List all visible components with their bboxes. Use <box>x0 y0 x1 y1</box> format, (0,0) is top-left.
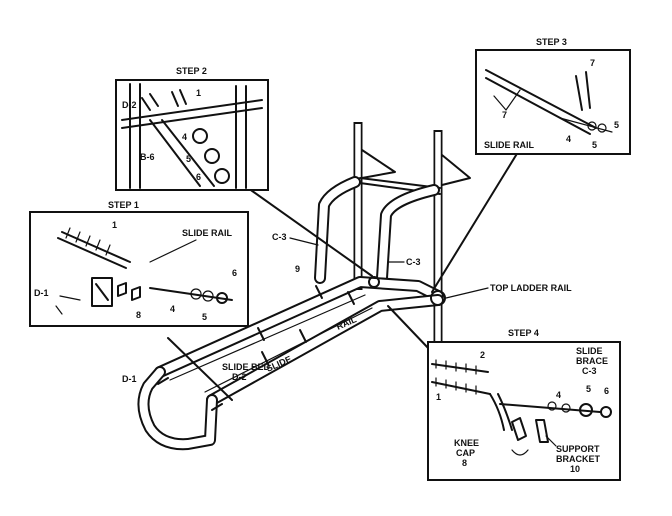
callout-step1 <box>167 337 233 401</box>
slide-bed-surface <box>169 294 373 393</box>
step3-title: STEP 3 <box>536 37 567 47</box>
slide-end-loop <box>137 366 218 451</box>
ladder-gusset-right <box>441 154 471 186</box>
slide-brace-right <box>376 184 440 284</box>
step4-slide-brace-2: BRACE <box>576 356 608 366</box>
step3-label-7b: 7 <box>502 110 507 120</box>
step1-label-8: 8 <box>136 310 141 320</box>
label-top-ladder-rail: TOP LADDER RAIL <box>490 283 572 293</box>
step4-knee-cap-2: CAP <box>456 448 475 458</box>
upper-rail-clamp <box>368 276 380 288</box>
step1-slide-rail: SLIDE RAIL <box>182 228 233 238</box>
step2-label-4: 4 <box>182 132 187 142</box>
step3-slide-rail: SLIDE RAIL <box>484 140 535 150</box>
slide-rail-upper <box>154 276 444 378</box>
top-ladder-rail-clamp <box>430 290 446 306</box>
main-assembly: C-3 C-3 9 TOP LADDER RAIL D-1 SLIDE BED … <box>122 122 572 451</box>
step1-label-4: 4 <box>170 304 175 314</box>
step4-support-bracket-3: 10 <box>570 464 580 474</box>
callout-step4 <box>387 305 431 351</box>
callout-step2 <box>247 187 373 277</box>
callout-step3 <box>431 151 519 293</box>
step4-label-1: 1 <box>436 392 441 402</box>
label-c3-right: C-3 <box>406 257 421 267</box>
step4-knee-cap-3: 8 <box>462 458 467 468</box>
label-slide-bed: SLIDE BED <box>222 362 271 372</box>
step4-support-bracket-1: SUPPORT <box>556 444 600 454</box>
step3-label-5b: 5 <box>592 140 597 150</box>
step4-label-6: 6 <box>604 386 609 396</box>
step2-label-b6: B-6 <box>140 152 155 162</box>
step1-title: STEP 1 <box>108 200 139 210</box>
step3-detail: STEP 3 SLIDE RAIL 7 7 4 5 5 <box>475 37 631 155</box>
label-c3-left: C-3 <box>272 232 287 242</box>
step2-detail: STEP 2 D-2 1 B-6 4 5 6 <box>115 66 269 191</box>
label-d1-main: D-1 <box>122 374 137 384</box>
step4-support-bracket-2: BRACKET <box>556 454 601 464</box>
step1-label-6: 6 <box>232 268 237 278</box>
end-clamps <box>157 377 223 411</box>
step1-label-d1: D-1 <box>34 288 49 298</box>
step2-label-6: 6 <box>196 172 201 182</box>
slide-brace-left <box>314 176 361 284</box>
step2-label-1: 1 <box>196 88 201 98</box>
leader-top-ladder-rail <box>445 287 489 299</box>
ladder-gusset-left <box>361 149 396 179</box>
label-slide-bed-code: D-2 <box>232 372 247 382</box>
slide-rail-lower <box>206 294 444 406</box>
step3-label-7a: 7 <box>590 58 595 68</box>
step2-label-d2: D-2 <box>122 100 137 110</box>
step4-slide-brace-1: SLIDE <box>576 346 603 356</box>
step4-knee-cap-1: KNEE <box>454 438 479 448</box>
step1-label-1: 1 <box>112 220 117 230</box>
leader-c3-left <box>289 237 319 246</box>
rail-joints <box>257 285 355 365</box>
step2-label-5: 5 <box>186 154 191 164</box>
step1-label-5: 5 <box>202 312 207 322</box>
step2-title: STEP 2 <box>176 66 207 76</box>
step4-slide-brace-3: C-3 <box>582 366 597 376</box>
step3-label-4: 4 <box>566 134 571 144</box>
step4-title: STEP 4 <box>508 328 539 338</box>
step4-detail: STEP 4 SLIDE BRACE C-3 KNEE CAP 8 SUPPOR… <box>427 328 621 481</box>
step4-label-4: 4 <box>556 390 561 400</box>
label-part-9: 9 <box>295 264 300 274</box>
step3-label-5a: 5 <box>614 120 619 130</box>
step4-label-2: 2 <box>480 350 485 360</box>
step4-label-5: 5 <box>586 384 591 394</box>
step1-detail: STEP 1 SLIDE RAIL 1 D-1 8 4 5 6 <box>29 200 249 327</box>
